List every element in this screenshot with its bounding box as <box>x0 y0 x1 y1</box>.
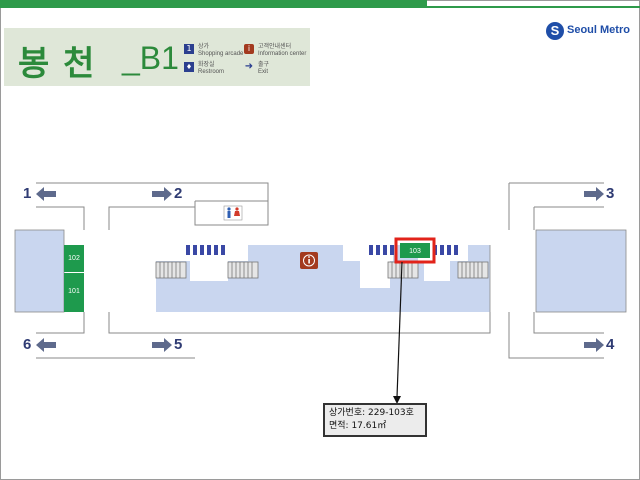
title-panel <box>4 28 310 86</box>
exit-4-arrow <box>584 338 604 352</box>
station-level: _B1 <box>122 40 179 76</box>
shop-103-label: 103 <box>409 248 421 255</box>
legend-exit-ko: 출구 <box>258 62 270 68</box>
legend-exit: 출구 Exit <box>258 62 269 76</box>
shop-102[interactable]: 102 <box>64 245 84 272</box>
exit-2-arrow <box>152 187 172 201</box>
shop-info-callout: 상가번호: 229-103호 면적: 17.61㎡ <box>323 403 427 437</box>
corridor-outlines <box>36 182 604 359</box>
seoul-metro-logo-icon: S <box>546 22 564 40</box>
restroom-icon: ♦ <box>184 62 194 72</box>
fare-gates <box>186 245 458 255</box>
legend-information-ko: 고객안내센터 <box>258 44 292 50</box>
exit-4-label: 4 <box>606 336 615 353</box>
shop-number-text: 상가번호: 229-103호 <box>329 408 414 418</box>
shopping-arcade-icon: 1 <box>184 44 194 54</box>
brand-name: Seoul Metro <box>567 24 630 36</box>
callout-pointer <box>393 261 403 404</box>
top-accent-line <box>427 6 640 8</box>
exit-5-label: 5 <box>174 336 183 353</box>
station-name: 봉 천 <box>18 44 96 84</box>
stairs-right <box>457 261 489 279</box>
exit-arrows <box>36 187 604 352</box>
exit-6-label: 6 <box>23 336 32 353</box>
legend-information-en: Information center <box>258 51 307 57</box>
legend-exit-en: Exit <box>258 69 269 75</box>
exit-icon: ➜ <box>244 61 254 72</box>
information-center-icon: i <box>244 44 254 54</box>
shop-102-label: 102 <box>68 255 80 262</box>
stairs-center-left <box>227 261 259 279</box>
legend-shopping-ko: 상가 <box>198 44 210 50</box>
concourse-area <box>15 230 626 312</box>
legend-information: 고객안내센터 Information center <box>258 44 306 58</box>
information-center-icon <box>300 252 318 269</box>
legend-restroom-ko: 화장실 <box>198 62 215 68</box>
legend-restroom-en: Restroom <box>198 69 225 75</box>
shop-103-highlight <box>394 237 436 264</box>
exit-3-arrow <box>584 187 604 201</box>
exit-3-label: 3 <box>606 185 615 202</box>
exit-5-arrow <box>152 338 172 352</box>
shop-area-text: 면적: 17.61㎡ <box>329 421 387 431</box>
exit-6-arrow <box>36 338 56 352</box>
legend-shopping: 상가 Shopping arcade <box>198 44 243 58</box>
exit-1-arrow <box>36 187 56 201</box>
legend-restroom: 화장실 Restroom <box>198 62 224 76</box>
exit-2-label: 2 <box>174 185 183 202</box>
shop-103[interactable]: 103 <box>394 237 436 264</box>
legend-shopping-en: Shopping arcade <box>198 51 244 57</box>
top-accent-bar <box>0 0 427 8</box>
shop-101[interactable]: 101 <box>64 273 84 312</box>
exit-1-label: 1 <box>23 185 32 202</box>
stairs <box>155 261 489 279</box>
stairs-center-right <box>387 261 419 279</box>
stairs-left <box>155 261 187 279</box>
restroom-icon <box>223 205 243 221</box>
shop-101-label: 101 <box>68 288 80 295</box>
